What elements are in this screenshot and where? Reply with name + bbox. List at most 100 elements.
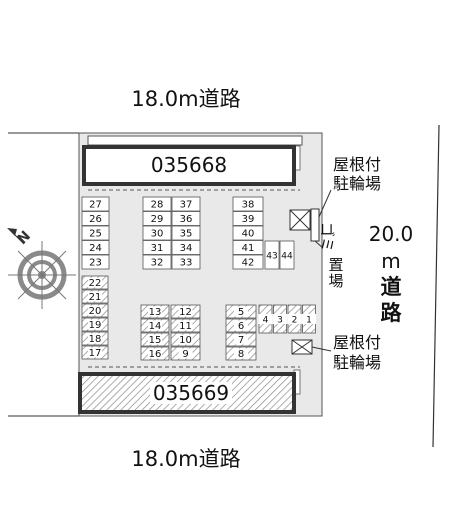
parking-stall-number: 34 [180, 243, 193, 254]
parking-stall-number: 7 [238, 335, 244, 346]
road-edge-line [432, 124, 440, 448]
stall-label-bg [88, 347, 102, 358]
balcony-strip [87, 135, 303, 146]
parking-stalls: 2726252423282930313237363534333839404142… [81, 196, 316, 361]
parking-stall-number: 20 [89, 306, 102, 317]
stall-label-bg [148, 306, 162, 317]
parking-stall-number: 23 [89, 258, 102, 269]
parking-stall-number: 29 [151, 214, 164, 225]
parking-stall-number: 24 [89, 243, 102, 254]
stall-label-bg [287, 314, 302, 324]
parking-stall-number: 43 [266, 252, 277, 262]
parking-stall-number: 44 [281, 252, 293, 262]
bottom-road-label: 18.0m道路 [131, 447, 240, 471]
stall-label-bg [88, 319, 102, 330]
parking-stall [232, 225, 264, 241]
box-cross [291, 339, 313, 355]
stall-label-bg [273, 314, 287, 324]
parking-stall [142, 240, 172, 255]
parking-stall-number: 18 [89, 334, 102, 345]
garbage-label-kana: ゴミ [318, 222, 336, 252]
leader-line [318, 189, 332, 218]
compass-north-letter: N [14, 228, 34, 248]
parking-stall [279, 240, 295, 270]
parking-stall-number: 10 [179, 335, 192, 346]
stall-label-bg [178, 348, 193, 359]
parking-stall-number: 25 [89, 229, 102, 240]
garbage-area [310, 208, 320, 242]
parking-stall [171, 196, 201, 212]
parking-stall [81, 211, 110, 226]
parking-stall-number: 9 [182, 349, 188, 360]
parking-stall [81, 240, 110, 255]
parking-stall-number: 19 [89, 320, 102, 331]
roofed-bike-label-2b: 駐輪場 [333, 353, 381, 372]
compass-icon [7, 228, 76, 309]
stall-label-bg [88, 305, 102, 316]
parking-stall-number: 32 [151, 258, 164, 269]
parking-stall-number: 14 [149, 321, 162, 332]
stall-label-bg [234, 320, 248, 331]
stall-label-bg [234, 348, 248, 359]
roofed-bike-label-2a: 屋根付 [333, 333, 381, 352]
building-south-label: 035669 [153, 381, 229, 405]
stall-label-bg [178, 320, 193, 331]
parking-stall-number: 38 [242, 200, 255, 211]
stall-label-bg [178, 306, 193, 317]
parking-stall-number: 35 [180, 229, 193, 240]
parking-stall-number: 40 [242, 229, 255, 240]
stall-label-bg [302, 314, 316, 324]
parking-stall [142, 254, 172, 270]
parking-stall-number: 2 [292, 316, 298, 326]
roofed-bike-label-1a: 屋根付 [333, 155, 381, 174]
parking-stall-number: 36 [180, 214, 193, 225]
building-south-label-bg [150, 382, 232, 404]
parking-stall [171, 211, 201, 226]
parking-stall [232, 196, 264, 212]
parking-stall-number: 13 [149, 307, 162, 318]
parking-stall-number: 30 [151, 229, 164, 240]
parking-stall-number: 33 [180, 258, 193, 269]
parking-stall [171, 225, 201, 241]
parking-stall-number: 37 [180, 200, 193, 211]
stall-label-bg [234, 334, 248, 345]
parking-stall [232, 240, 264, 255]
stall-label-bg [148, 348, 162, 359]
parking-stall [264, 240, 280, 270]
stall-label-bg [88, 291, 102, 302]
parking-stall-number: 27 [89, 200, 102, 211]
parking-stall-number: 4 [263, 316, 269, 326]
parking-stall [171, 254, 201, 270]
parking-stall [142, 211, 172, 226]
parking-stall-number: 16 [149, 349, 162, 360]
parking-stall-number: 6 [238, 321, 244, 332]
stall-label-bg [178, 334, 193, 345]
parking-stall-number: 26 [89, 214, 102, 225]
box-cross [289, 209, 311, 231]
stall-label-bg [148, 320, 162, 331]
parking-stall-number: 5 [238, 307, 244, 318]
parking-stall [81, 254, 110, 270]
parking-stall [171, 240, 201, 255]
right-road-char1: 道 [381, 275, 402, 299]
parking-stall-number: 8 [238, 349, 244, 360]
building-north-label: 035668 [151, 153, 227, 177]
parking-stall-number: 11 [179, 321, 192, 332]
parking-stall-number: 12 [179, 307, 192, 318]
roofed-bike-label-1b: 駐輪場 [333, 174, 381, 193]
right-road-char2: 路 [381, 301, 403, 325]
parking-stall [81, 225, 110, 241]
parking-stall-number: 31 [151, 243, 164, 254]
right-road-width: 20.0 [369, 222, 414, 246]
stall-label-bg [234, 306, 248, 317]
parking-stall [232, 254, 264, 270]
garbage-label-2: 場 [328, 272, 343, 290]
top-road-label: 18.0m道路 [131, 87, 240, 111]
parking-stall-number: 42 [242, 258, 255, 269]
garbage-label-1: 置 [328, 256, 343, 274]
parking-stall-number: 21 [89, 292, 102, 303]
parking-stall-number: 28 [151, 200, 164, 211]
parking-stall [142, 225, 172, 241]
parking-stall [81, 196, 110, 212]
